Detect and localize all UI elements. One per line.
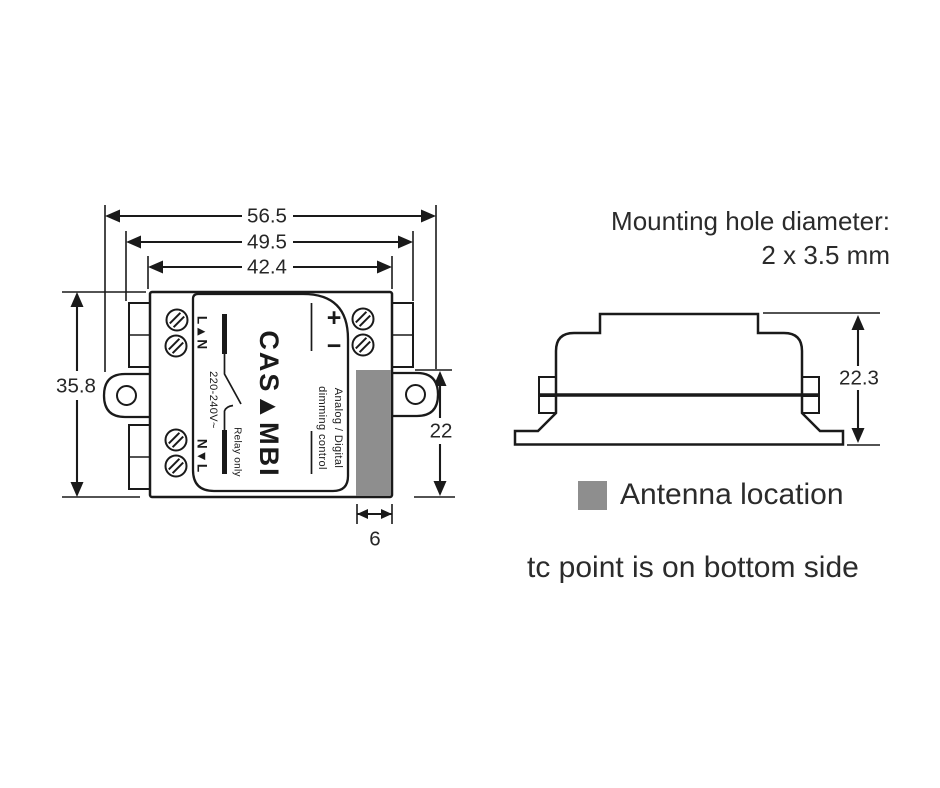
dim-mid-width-label: 49.5 <box>247 231 287 254</box>
extension-lines <box>62 205 455 524</box>
dim-body-width-label: 42.4 <box>247 256 287 279</box>
mounting-hole-note-line1: Mounting hole diameter: <box>611 206 890 236</box>
product-label <box>191 292 350 493</box>
mounting-hole-note-line2: 2 x 3.5 mm <box>761 240 890 270</box>
dimension-mid-width: 49.5 <box>126 231 413 254</box>
screw-icon <box>164 334 188 358</box>
control-type-line2: dimming control <box>316 386 328 470</box>
terminal-top-label: L▲N <box>195 316 210 350</box>
wire-entry-block-right-top <box>390 302 414 368</box>
relay-only-label: Relay only <box>232 427 243 477</box>
screw-icon <box>164 454 188 478</box>
antenna-color-swatch <box>578 480 607 510</box>
dim-antenna-height-label: 22 <box>430 420 453 443</box>
side-view-drawing: 22.3 <box>513 312 880 446</box>
mounting-hole-right <box>405 384 426 405</box>
dimension-antenna-width: 6 <box>357 509 392 551</box>
antenna-strip <box>356 370 391 496</box>
minus-terminal-label: − <box>327 332 342 360</box>
screw-terminals <box>164 307 375 478</box>
dimension-outer-width: 56.5 <box>105 205 436 228</box>
antenna-legend: Antenna location <box>578 478 844 512</box>
mounting-hole-note: Mounting hole diameter: 2 x 3.5 mm <box>611 204 890 272</box>
dim-side-height-label: 22.3 <box>839 367 879 390</box>
relay-switch-symbol <box>222 314 242 474</box>
dim-body-height-label: 35.8 <box>56 375 96 398</box>
screw-icon <box>164 428 188 452</box>
antenna-legend-label: Antenna location <box>620 478 844 511</box>
mounting-hole-left <box>116 385 137 406</box>
terminal-bottom-label: N▼L <box>195 439 210 473</box>
screw-icon <box>351 333 375 357</box>
plus-terminal-label: + <box>327 304 342 332</box>
brand-logo: CAS▲MBI <box>254 330 284 477</box>
dim-antenna-width-label: 6 <box>369 528 380 551</box>
tc-point-note: tc point is on bottom side <box>527 551 859 584</box>
wire-entry-block-left-top <box>128 302 152 368</box>
dim-outer-width-label: 56.5 <box>247 205 287 228</box>
screw-icon <box>165 308 189 332</box>
control-type-line1: Analog / Digital <box>332 388 344 468</box>
side-body-outline <box>513 312 845 446</box>
voltage-label: 220-240V~ <box>207 371 219 429</box>
screw-icon <box>351 307 375 331</box>
mounting-ear-left <box>102 372 153 419</box>
mounting-ear-right <box>390 371 440 418</box>
dimension-body-width: 42.4 <box>148 256 392 279</box>
dimension-body-height: 35.8 <box>56 292 96 497</box>
dimension-side-height: 22.3 <box>763 312 880 446</box>
dimension-antenna-height: 22 <box>430 371 453 496</box>
wire-entry-block-left-bottom <box>128 424 152 490</box>
top-view-drawing: 56.5 49.5 42.4 35.8 <box>56 205 455 551</box>
